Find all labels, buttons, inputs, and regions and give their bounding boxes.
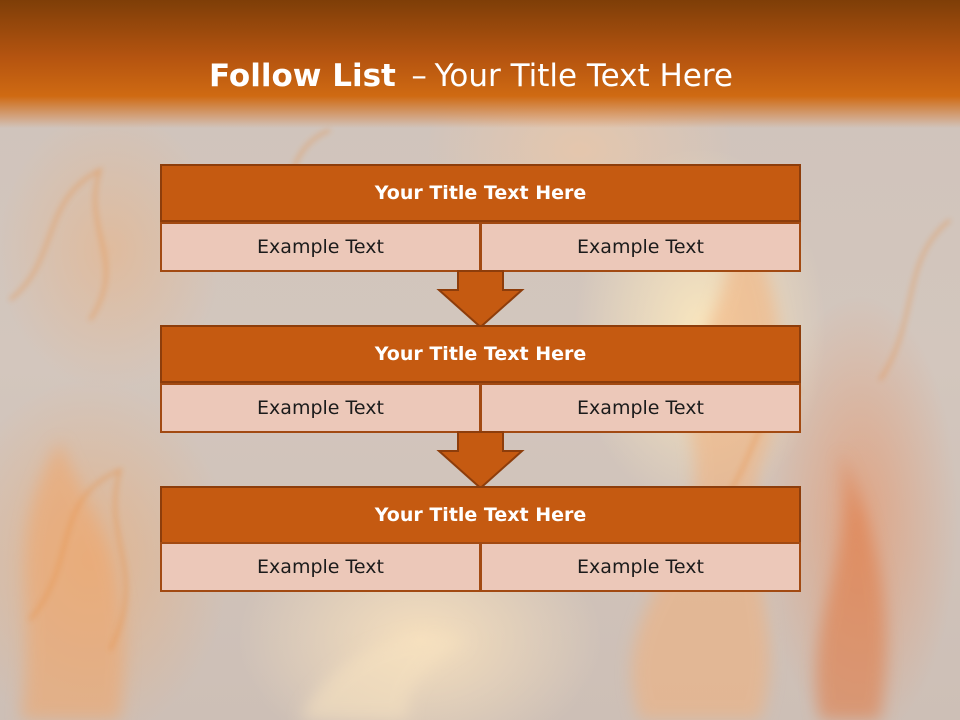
- flow-block-cell-right[interactable]: Example Text: [480, 222, 801, 272]
- slide-title[interactable]: Follow List–Your Title Text Here: [0, 52, 942, 100]
- down-arrow-icon: [436, 431, 525, 490]
- flow-block-3[interactable]: Your Title Text Here Example Text Exampl…: [160, 486, 801, 592]
- flow-block-cell-left[interactable]: Example Text: [160, 222, 481, 272]
- flow-block-cell-left[interactable]: Example Text: [160, 542, 481, 592]
- flow-block-cell-right[interactable]: Example Text: [480, 383, 801, 433]
- slide-title-rest: Your Title Text Here: [434, 58, 733, 94]
- flow-block-cell-right[interactable]: Example Text: [480, 542, 801, 592]
- slide-title-dash: –: [411, 58, 427, 94]
- flow-block-title[interactable]: Your Title Text Here: [160, 164, 801, 222]
- flow-block-1[interactable]: Your Title Text Here Example Text Exampl…: [160, 164, 801, 272]
- slide-header-band: [0, 0, 960, 128]
- slide-title-bold: Follow List: [209, 58, 396, 94]
- down-arrow-icon: [436, 270, 525, 329]
- flow-block-2[interactable]: Your Title Text Here Example Text Exampl…: [160, 325, 801, 433]
- flow-block-title[interactable]: Your Title Text Here: [160, 486, 801, 544]
- flow-block-cell-left[interactable]: Example Text: [160, 383, 481, 433]
- flow-block-title[interactable]: Your Title Text Here: [160, 325, 801, 383]
